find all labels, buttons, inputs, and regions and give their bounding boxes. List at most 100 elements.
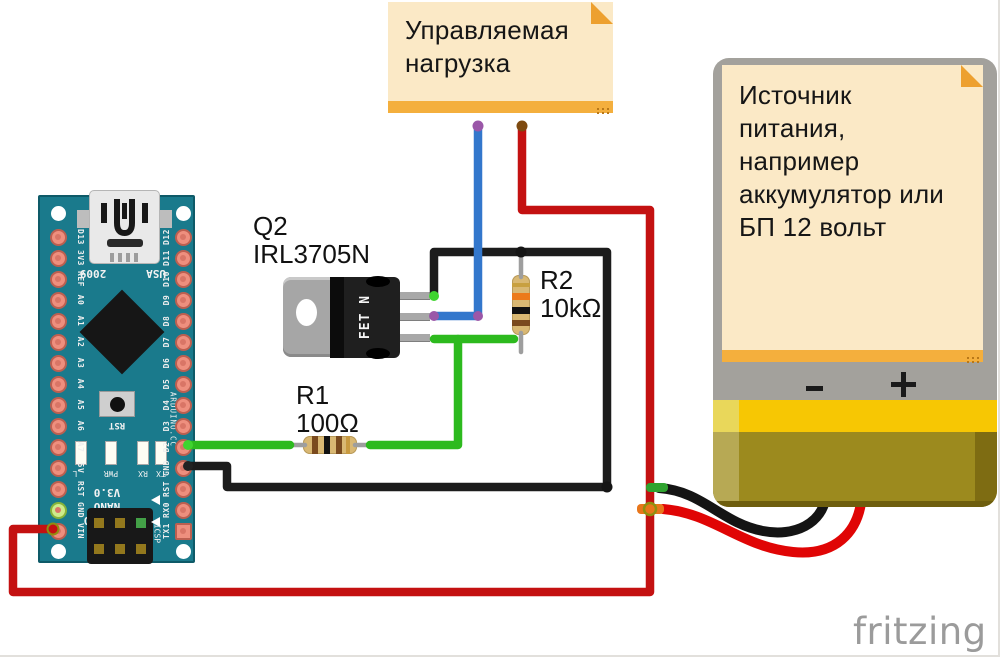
- label-r2: R2 10kΩ: [540, 266, 601, 322]
- pin-right-d10[interactable]: [174, 270, 192, 288]
- pin-right-d8[interactable]: [174, 312, 192, 330]
- label-q2: Q2 IRL3705N: [253, 212, 370, 268]
- wire-load-to-vin[interactable]: [8, 121, 655, 597]
- r2-ref: R2: [540, 265, 574, 295]
- note-psu-line: аккумулятор или: [739, 179, 945, 209]
- pin-left-ref[interactable]: [49, 270, 67, 288]
- usb-slot: [107, 239, 143, 247]
- pin-right-d12[interactable]: [174, 228, 192, 246]
- battery-yellow-band: [713, 400, 997, 432]
- note-resize-grip[interactable]: [967, 357, 969, 359]
- mounting-hole: [175, 543, 191, 559]
- icsp-pin: [94, 518, 104, 528]
- note-power-source[interactable]: Источник питания, например аккумулятор и…: [722, 65, 983, 362]
- mosfet-tab-hole: [296, 299, 317, 326]
- cap-load-red[interactable]: [516, 120, 528, 132]
- mini-usb-connector: [89, 190, 160, 264]
- icsp-pin: [115, 544, 125, 554]
- pin-left-a7[interactable]: [49, 438, 67, 456]
- pin-right-d3[interactable]: [174, 417, 192, 435]
- pin-right-d6[interactable]: [174, 354, 192, 372]
- icsp-header[interactable]: [87, 508, 153, 564]
- mounting-hole: [175, 205, 191, 221]
- corner-blue[interactable]: [473, 311, 483, 321]
- cap-vin[interactable]: [46, 522, 60, 536]
- pin-right-d7[interactable]: [174, 333, 192, 351]
- tx-marker-icon: [151, 517, 160, 527]
- note-load[interactable]: Управляемая нагрузка: [388, 2, 613, 113]
- battery-plus-symbol-v: [901, 372, 906, 397]
- pin-left-5v[interactable]: [49, 459, 67, 477]
- wire-gnd-to-battery[interactable]: [183, 461, 612, 492]
- wire-battery-minus[interactable]: [654, 483, 831, 538]
- wire-r1-to-gate[interactable]: [365, 334, 463, 450]
- note-strip: [388, 101, 613, 113]
- note-psu-line: Источник: [739, 80, 852, 110]
- cap-battery-minus[interactable]: [646, 483, 668, 492]
- led-pwr: [105, 441, 117, 465]
- pin-right-rst[interactable]: [174, 480, 192, 498]
- pin-right-rx0[interactable]: [174, 501, 192, 519]
- note-psu-line: БП 12 вольт: [739, 212, 887, 242]
- usb-flange: [77, 210, 89, 228]
- arduino-nano-board[interactable]: 2009 USA RST L PWR RX TX ARDUINO.CC ARDU…: [38, 190, 195, 564]
- wire-load-to-drain[interactable]: [429, 121, 483, 321]
- usb-flange: [160, 210, 172, 228]
- r1-value: 100Ω: [296, 408, 359, 438]
- cap-drain[interactable]: [429, 311, 439, 321]
- r1-ref: R1: [296, 380, 330, 410]
- pin-right-d4[interactable]: [174, 396, 192, 414]
- mosfet-lead-gate[interactable]: [398, 334, 430, 342]
- cap-gnd[interactable]: [183, 461, 193, 471]
- usb-pins: [110, 253, 141, 262]
- note-load-line: Управляемая: [405, 15, 569, 45]
- note-resize-grip[interactable]: [597, 108, 599, 110]
- cap-d2[interactable]: [183, 440, 193, 450]
- pin-left-d13[interactable]: [49, 228, 67, 246]
- reset-button[interactable]: [99, 391, 135, 417]
- wire-battery-plus[interactable]: [658, 490, 867, 558]
- note-psu-line: питания,: [739, 113, 846, 143]
- cap-source[interactable]: [429, 291, 439, 301]
- led-tx: [155, 441, 167, 465]
- mounting-hole: [50, 543, 66, 559]
- pin-left-gnd[interactable]: [49, 501, 67, 519]
- cap-battery-plus[interactable]: [637, 504, 664, 514]
- mosfet-lead-source[interactable]: [398, 292, 430, 300]
- mosfet-q2[interactable]: [330, 277, 400, 358]
- icsp-pin: [94, 544, 104, 554]
- pin-right-d5[interactable]: [174, 375, 192, 393]
- fritzing-watermark: fritzing: [853, 610, 987, 653]
- pin-right-tx1[interactable]: [174, 522, 192, 540]
- usb-trident-icon: [101, 199, 148, 237]
- pin-left-a4[interactable]: [49, 375, 67, 393]
- pin-left-a0[interactable]: [49, 291, 67, 309]
- junction-vplus[interactable]: [642, 501, 658, 517]
- pin-right-d9[interactable]: [174, 291, 192, 309]
- pin-left-a2[interactable]: [49, 333, 67, 351]
- resistor-r2[interactable]: [512, 275, 530, 335]
- mounting-hole: [50, 205, 66, 221]
- led-rx: [137, 441, 149, 465]
- pin-left-a6[interactable]: [49, 417, 67, 435]
- mosfet-bump: [366, 348, 390, 359]
- pin-left-a5[interactable]: [49, 396, 67, 414]
- mosfet-lead-drain[interactable]: [398, 313, 430, 321]
- pin-right-d11[interactable]: [174, 249, 192, 267]
- junction-gnd[interactable]: [601, 481, 613, 493]
- resistor-r1[interactable]: [303, 436, 357, 454]
- pin-left-a1[interactable]: [49, 312, 67, 330]
- pin-left-a3[interactable]: [49, 354, 67, 372]
- pin-left-rst[interactable]: [49, 480, 67, 498]
- cap-load-blue[interactable]: [472, 120, 484, 132]
- led-l: [75, 441, 87, 465]
- note-psu-line: например: [739, 146, 860, 176]
- battery-minus-symbol: [806, 386, 823, 391]
- note-load-line: нагрузка: [405, 48, 511, 78]
- label-r1: R1 100Ω: [296, 381, 359, 437]
- pin-left-3v3[interactable]: [49, 249, 67, 267]
- junction-r2-top[interactable]: [515, 246, 527, 258]
- q2-ref: Q2: [253, 211, 288, 241]
